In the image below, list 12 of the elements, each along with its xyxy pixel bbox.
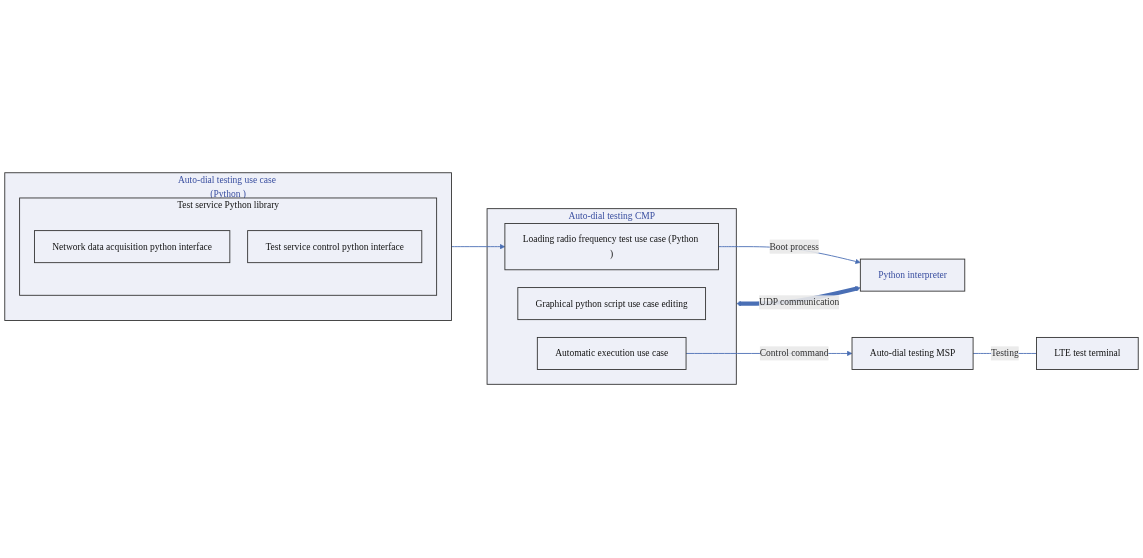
node-box: Test service control python interface (247, 230, 423, 264)
node-box: Automatic execution use case (536, 337, 687, 371)
edge-label: UDP communication (759, 297, 840, 308)
node-box: LTE test terminal (1036, 337, 1139, 371)
node-box: Auto-dial testing MSP (851, 337, 974, 371)
node-box: Python interpreter (859, 259, 966, 293)
node-box: Graphical python script use case editing (517, 287, 706, 321)
edge-label: Boot process (769, 241, 819, 252)
edge-label: Testing (990, 348, 1019, 359)
node-box: Loading radio frequency test use case (Python ) (504, 223, 719, 271)
edge-label: Control command (759, 348, 829, 359)
node-box: Network data acquisition python interface (34, 230, 231, 264)
